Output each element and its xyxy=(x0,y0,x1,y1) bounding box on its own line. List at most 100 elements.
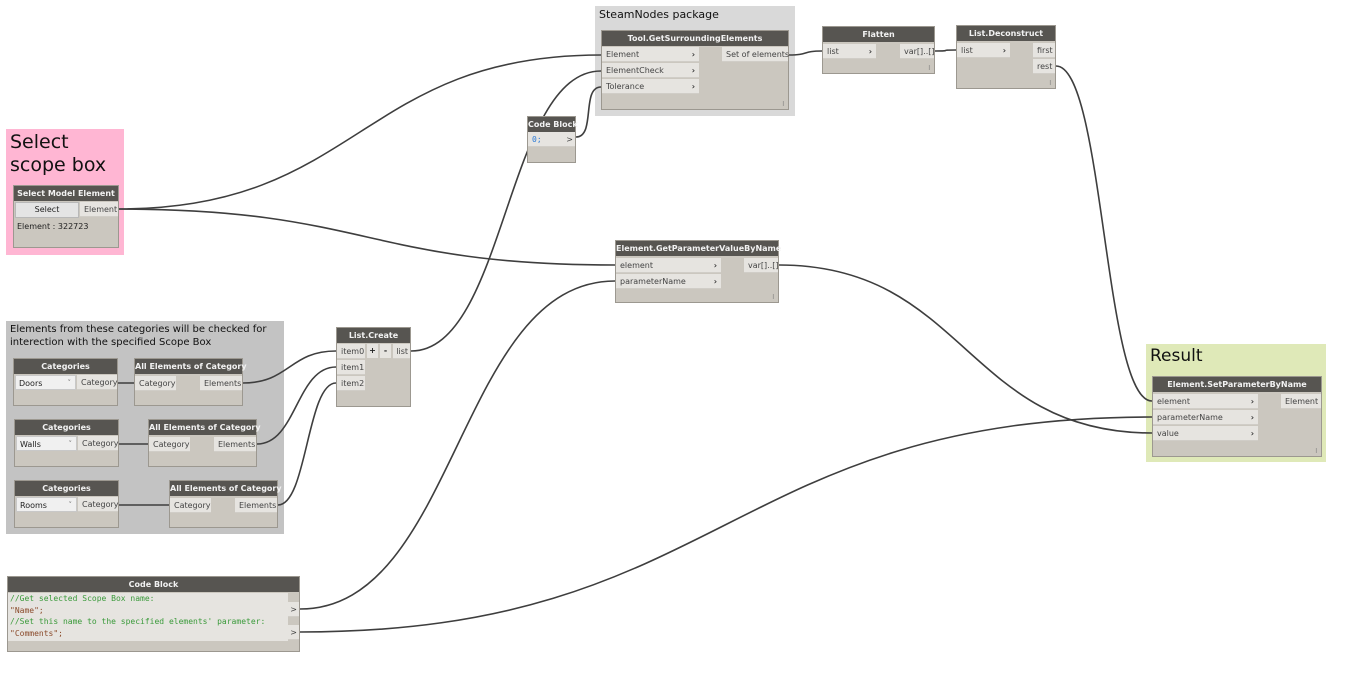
code-line: //Set this name to the specified element… xyxy=(10,617,266,626)
input-port-value[interactable]: value› xyxy=(1153,426,1258,441)
group-title: SteamNodes package xyxy=(599,8,719,21)
chevron-right-icon: › xyxy=(1250,397,1254,406)
code-editor[interactable]: //Get selected Scope Box name: "Name"; /… xyxy=(8,593,288,641)
chevron-down-icon: ˅ xyxy=(68,501,73,509)
node-title: Categories xyxy=(15,481,118,496)
wire[interactable] xyxy=(118,54,602,210)
port-label: parameterName xyxy=(620,277,686,286)
wire[interactable] xyxy=(299,416,1153,633)
node-get-parameter-value-by-name[interactable]: Element.GetParameterValueByName element›… xyxy=(615,240,781,303)
input-port-element[interactable]: element› xyxy=(616,258,721,273)
lacing-indicator: l xyxy=(1315,448,1317,455)
output-port-name[interactable]: > xyxy=(288,602,299,617)
group-title: Elements from these categories will be c… xyxy=(10,324,267,348)
lacing-indicator: l xyxy=(928,65,930,72)
output-port-var[interactable]: var[]..[] xyxy=(900,44,935,59)
node-title: All Elements of Category xyxy=(170,481,282,496)
output-port-category[interactable]: Category xyxy=(78,497,119,512)
input-port-parametername[interactable]: parameterName› xyxy=(1153,410,1258,425)
wire[interactable] xyxy=(410,70,602,352)
input-port-item2[interactable]: item2 xyxy=(337,376,365,391)
node-title: All Elements of Category xyxy=(149,420,261,435)
wire[interactable] xyxy=(1055,65,1153,402)
output-port-var[interactable]: var[]..[] xyxy=(744,258,779,273)
node-title: List.Create xyxy=(337,328,410,343)
input-port-list[interactable]: list› xyxy=(957,43,1010,58)
output-port-rest[interactable]: rest xyxy=(1033,59,1055,74)
node-code-block-tolerance[interactable]: Code Block 0; > xyxy=(527,116,578,163)
port-label: Element xyxy=(606,50,640,59)
port-label: ElementCheck xyxy=(606,66,664,75)
add-input-button[interactable]: + xyxy=(367,344,378,358)
output-port[interactable]: > xyxy=(564,132,575,147)
code-line: "Comments"; xyxy=(10,628,63,638)
input-port-parametername[interactable]: parameterName › xyxy=(616,274,721,289)
node-categories-rooms[interactable]: Categories Rooms ˅ Category xyxy=(14,480,119,528)
output-port-comments[interactable]: > xyxy=(288,625,299,640)
input-port-item1[interactable]: item1 xyxy=(337,360,365,375)
category-dropdown[interactable]: Doors˅ xyxy=(15,375,76,390)
lacing-indicator: l xyxy=(772,294,774,301)
code-line: //Get selected Scope Box name: xyxy=(10,594,155,603)
wire[interactable] xyxy=(575,86,602,138)
wire[interactable] xyxy=(277,382,337,506)
wire[interactable] xyxy=(934,49,957,52)
node-set-parameter-by-name[interactable]: Element.SetParameterByName element› para… xyxy=(1152,376,1322,457)
output-port-elements[interactable]: Elements xyxy=(235,498,277,513)
output-port-element[interactable]: Element xyxy=(80,202,118,217)
input-port-list[interactable]: list› xyxy=(823,44,876,59)
node-categories-doors[interactable]: Categories Doors˅ Category xyxy=(13,358,118,406)
output-port-element[interactable]: Element xyxy=(1281,394,1321,409)
output-port-category[interactable]: Category xyxy=(77,375,118,390)
code-editor[interactable]: 0; xyxy=(528,132,565,147)
input-port-tolerance[interactable]: Tolerance › xyxy=(602,79,699,94)
wire[interactable] xyxy=(242,350,337,384)
node-all-elements-of-category[interactable]: All Elements of Category Category Elemen… xyxy=(148,419,261,467)
dropdown-value: Doors xyxy=(19,379,43,388)
input-port-category[interactable]: Category xyxy=(135,376,176,391)
input-port-element[interactable]: Element› xyxy=(602,47,699,62)
chevron-right-icon: › xyxy=(713,277,717,286)
chevron-right-icon: › xyxy=(691,82,695,91)
wire[interactable] xyxy=(118,208,616,266)
group-title: Result xyxy=(1150,346,1203,366)
chevron-down-icon: ˅ xyxy=(68,440,73,448)
category-dropdown[interactable]: Walls˅ xyxy=(16,436,77,451)
input-port-item0[interactable]: item0 xyxy=(337,344,365,359)
wire[interactable] xyxy=(256,366,337,445)
output-port-category[interactable]: Category xyxy=(78,436,119,451)
chevron-right-icon: › xyxy=(691,66,695,75)
node-get-surrounding-elements[interactable]: Tool.GetSurroundingElements Element› Ele… xyxy=(601,30,789,110)
node-all-elements-of-category[interactable]: All Elements of Category Category Elemen… xyxy=(134,358,247,406)
input-port-category[interactable]: Category xyxy=(149,437,190,452)
output-port-elements[interactable]: Elements xyxy=(214,437,256,452)
output-port-list[interactable]: list xyxy=(393,344,410,359)
node-title: Flatten xyxy=(823,27,934,42)
output-port-elements[interactable]: Elements xyxy=(200,376,242,391)
node-list-deconstruct[interactable]: List.Deconstruct list› first rest l xyxy=(956,25,1056,89)
remove-input-button[interactable]: - xyxy=(380,344,391,358)
wire[interactable] xyxy=(778,264,1153,434)
input-port-element[interactable]: element› xyxy=(1153,394,1258,409)
node-list-create[interactable]: List.Create item0 item1 item2 + - list xyxy=(336,327,411,407)
lacing-indicator: l xyxy=(1049,80,1051,87)
category-dropdown[interactable]: Rooms ˅ xyxy=(16,497,77,512)
input-port-elementcheck[interactable]: ElementCheck › xyxy=(602,63,699,78)
port-label: Tolerance xyxy=(606,82,645,91)
chevron-right-icon: › xyxy=(713,261,717,270)
input-port-category[interactable]: Category xyxy=(170,498,211,513)
node-code-block-parameters[interactable]: Code Block //Get selected Scope Box name… xyxy=(7,576,300,652)
wire[interactable] xyxy=(299,280,616,610)
output-port-set-of-elements[interactable]: Set of elements xyxy=(722,47,789,62)
wire[interactable] xyxy=(788,50,823,56)
output-port-first[interactable]: first xyxy=(1033,43,1055,58)
node-flatten[interactable]: Flatten list› var[]..[] l xyxy=(822,26,935,74)
node-select-model-element[interactable]: Select Model Element Select Element Elem… xyxy=(13,185,119,248)
node-title: Element.GetParameterValueByName xyxy=(616,241,781,256)
select-button[interactable]: Select xyxy=(15,202,79,218)
node-categories-walls[interactable]: Categories Walls˅ Category xyxy=(14,419,119,467)
node-all-elements-of-category[interactable]: All Elements of Category Category Elemen… xyxy=(169,480,282,528)
dropdown-value: Rooms xyxy=(20,501,47,510)
